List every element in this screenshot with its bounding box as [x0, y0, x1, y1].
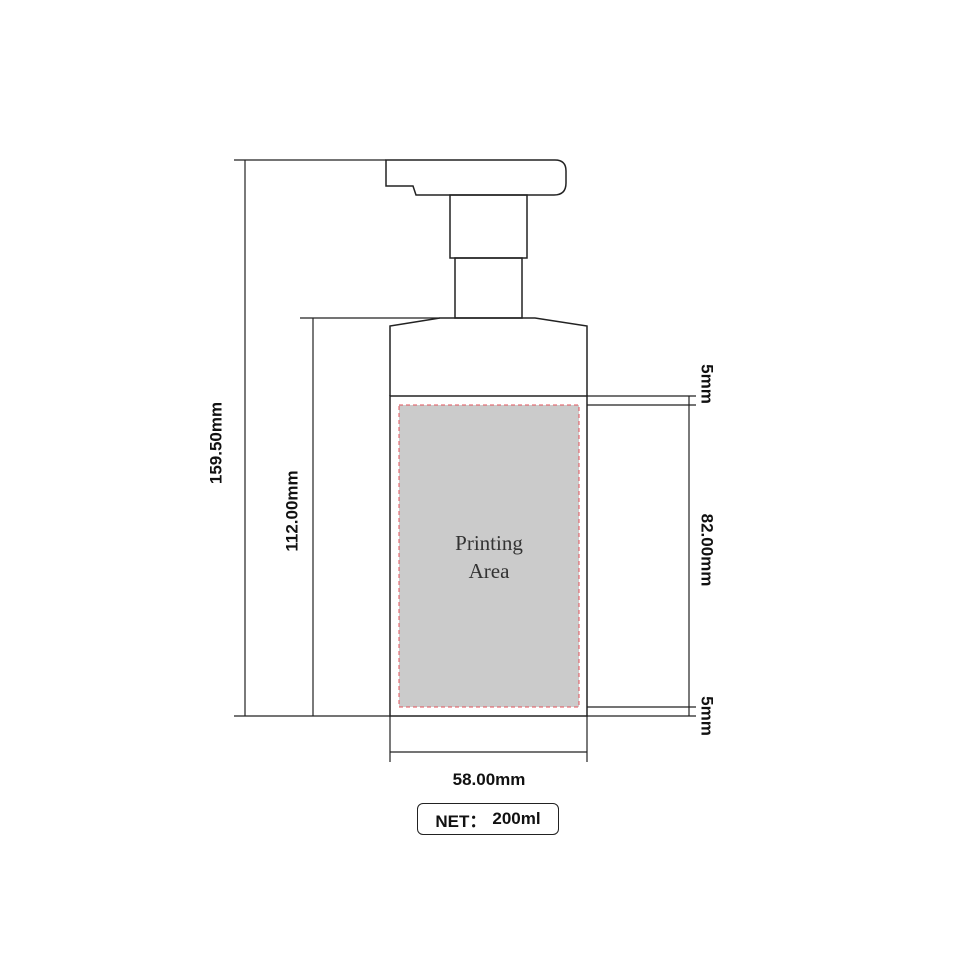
net-volume-badge: NET： 200ml — [417, 803, 559, 835]
net-value: 200ml — [492, 809, 541, 828]
bottom-margin-label: 5mm — [698, 696, 717, 736]
printing-area-label-line2: Area — [469, 559, 510, 583]
bottle-outline — [385, 159, 588, 717]
printing-area — [398, 404, 580, 708]
body-height-label: 112.00mm — [282, 470, 301, 551]
print-height-label: 82.00mm — [698, 514, 717, 587]
width-label: 58.00mm — [453, 770, 526, 789]
dimension-lines — [234, 159, 696, 762]
pump-neck — [454, 257, 523, 319]
bottle-body — [389, 395, 588, 717]
pump-collar — [449, 194, 528, 259]
printing-area-label-line1: Printing — [455, 531, 523, 555]
pump-head — [385, 159, 567, 196]
bottle-shoulder — [389, 317, 588, 396]
top-margin-label: 5mm — [698, 364, 717, 404]
total-height-label: 159.50mm — [206, 402, 225, 484]
net-label: NET： — [435, 811, 487, 831]
